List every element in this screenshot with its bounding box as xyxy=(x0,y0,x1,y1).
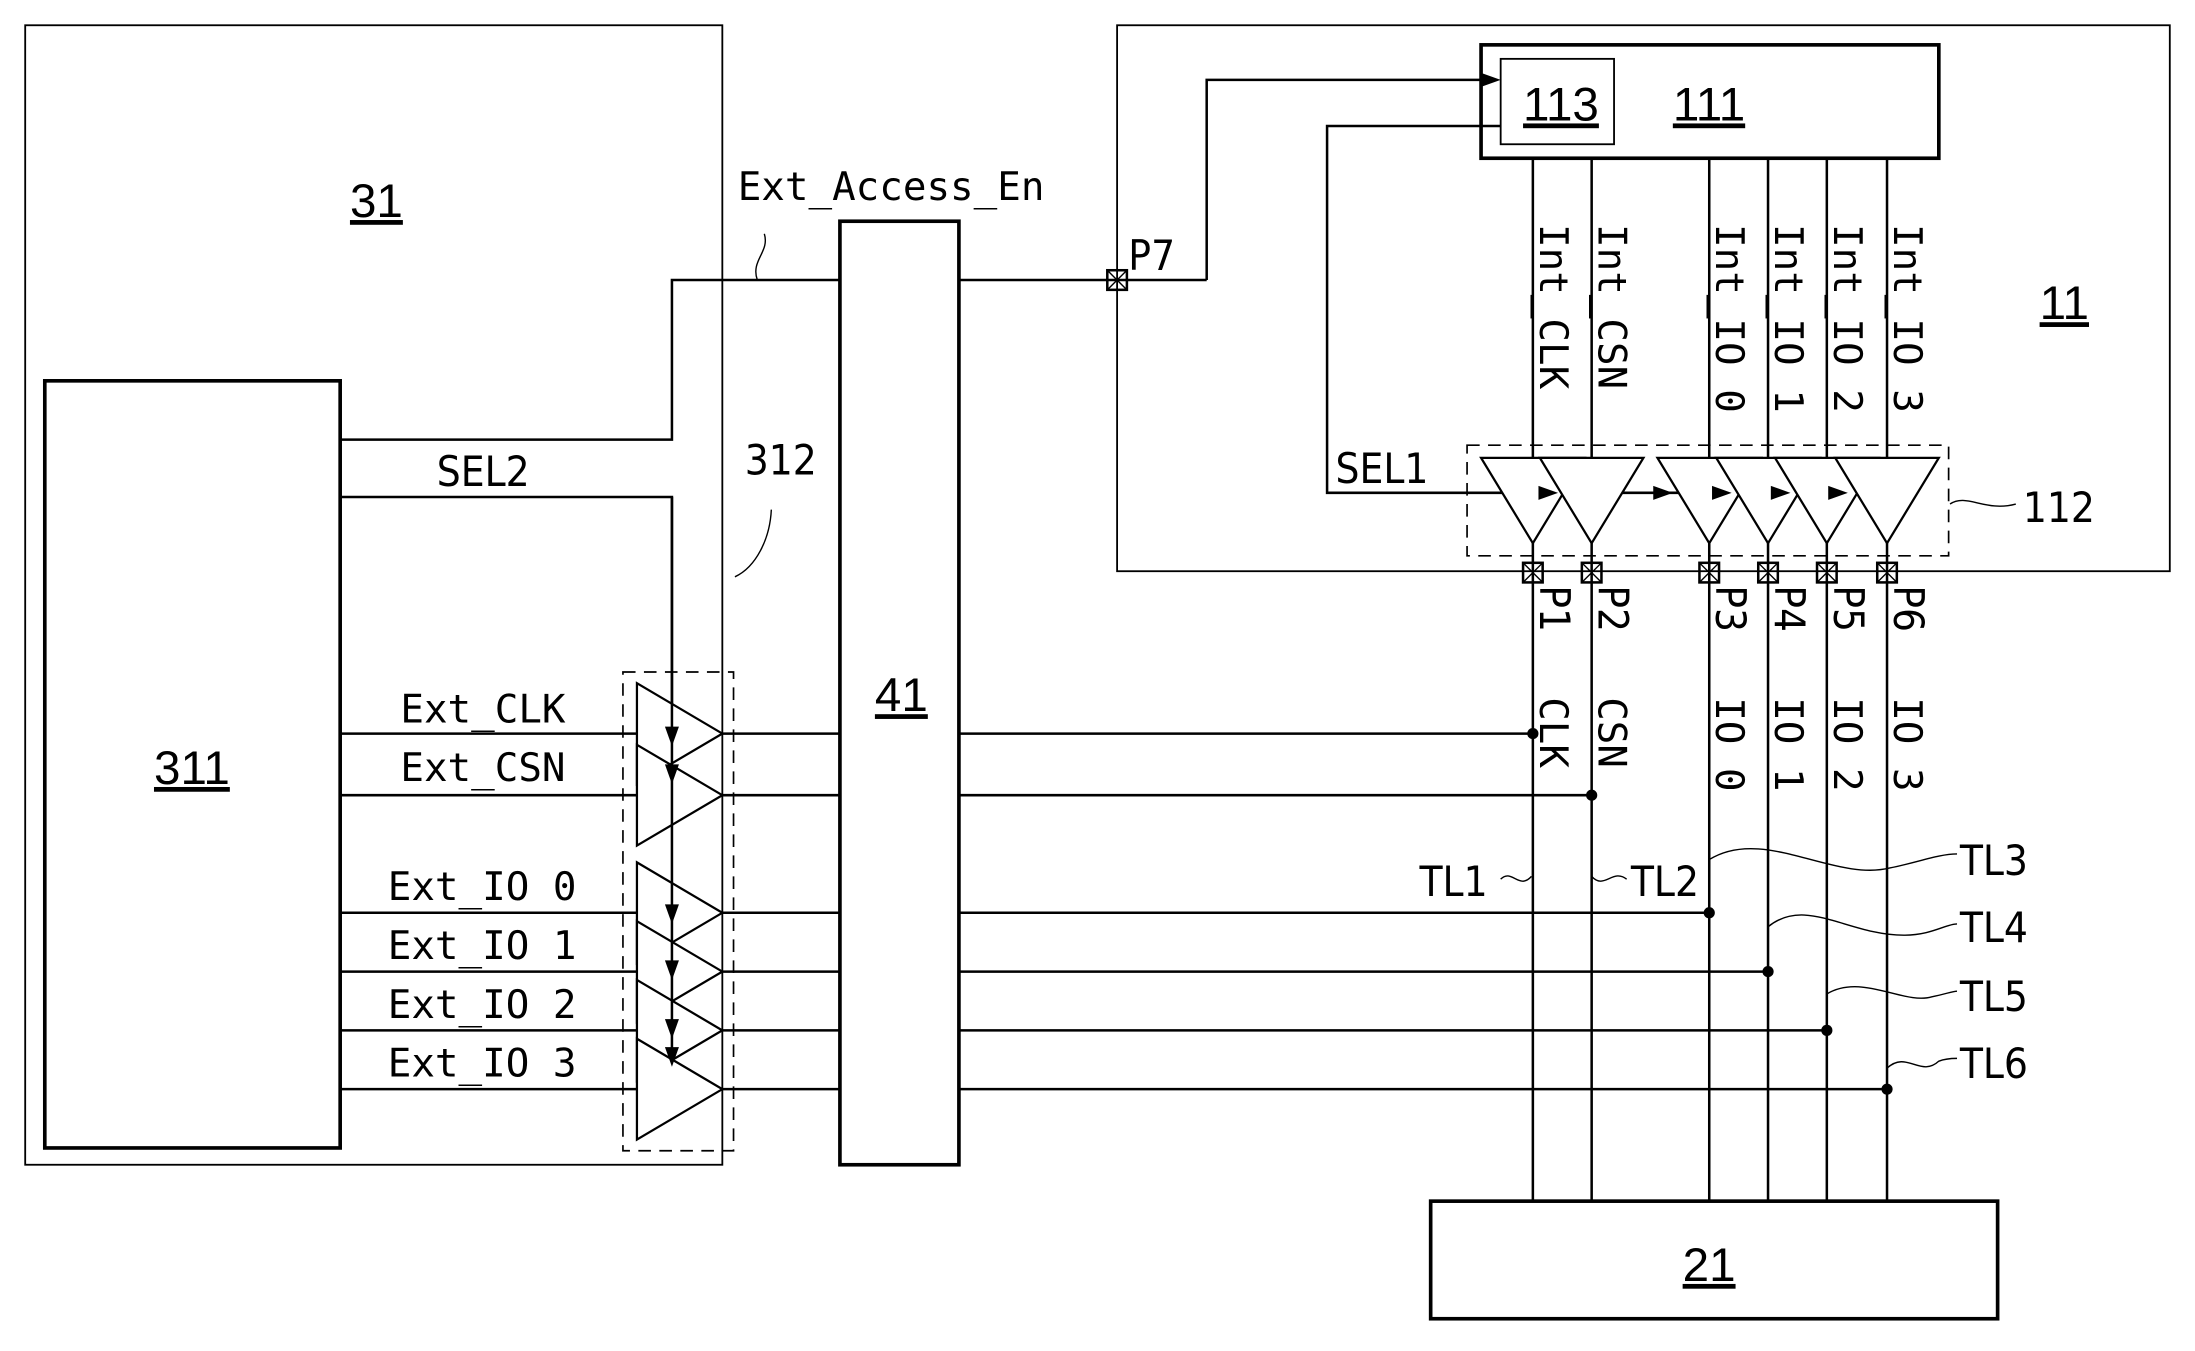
arrow-icon xyxy=(1653,486,1673,500)
enable-wire xyxy=(340,280,840,440)
ext-pin-label: IO 0 xyxy=(1706,697,1751,791)
host-buffer-leader xyxy=(735,510,771,577)
junction-dot xyxy=(1704,907,1715,918)
pad-label: P1 xyxy=(1530,585,1579,632)
int-signal-label: Int_IO 0 xyxy=(1706,224,1751,413)
tl5-label: TL5 xyxy=(1959,972,2028,1021)
ext-pin-label: IO 2 xyxy=(1824,697,1869,791)
ext-io1-label: Ext_IO 1 xyxy=(388,924,577,969)
chip-buffer-leader xyxy=(1950,500,2016,506)
chip-buffer-label: 112 xyxy=(2023,483,2095,532)
pad-label: P5 xyxy=(1824,585,1873,632)
tl2-label: TL2 xyxy=(1630,857,1699,906)
int-signal-label: Int_IO 1 xyxy=(1765,224,1810,413)
tl1-label: TL1 xyxy=(1418,857,1487,906)
ext-csn-label: Ext_CSN xyxy=(400,746,565,791)
sel1-label: SEL1 xyxy=(1335,444,1428,493)
tl5-leader xyxy=(1827,987,1957,998)
arrow-icon xyxy=(1481,73,1501,87)
junction-dot xyxy=(1881,1084,1892,1095)
pad-label: P2 xyxy=(1589,585,1638,632)
ext-io3-label: Ext_IO 3 xyxy=(388,1042,577,1087)
int-signal-label: Int_CSN xyxy=(1589,224,1634,389)
pad-p7-label: P7 xyxy=(1128,231,1175,280)
host-block-label: 31 xyxy=(350,175,403,228)
enable-wire-to-register xyxy=(1207,80,1487,280)
register-block-label: 113 xyxy=(1523,78,1599,131)
tl3-leader xyxy=(1709,849,1957,871)
tl3-label: TL3 xyxy=(1959,836,2028,885)
pad-label: P6 xyxy=(1884,585,1933,632)
ext-pin-label: IO 1 xyxy=(1765,697,1810,791)
tl1-leader xyxy=(1501,876,1532,881)
junction-dot xyxy=(1821,1025,1832,1036)
tester-block-label: 21 xyxy=(1683,1239,1736,1292)
controller-block-label: 311 xyxy=(154,742,230,795)
chip-block xyxy=(1117,25,2170,571)
host-buffer-label: 312 xyxy=(745,436,817,485)
int-signal-label: Int_IO 2 xyxy=(1824,224,1869,413)
enable-signal-label: Ext_Access_En xyxy=(738,165,1045,210)
sel2-label: SEL2 xyxy=(437,447,530,496)
ext-pin-label: IO 3 xyxy=(1884,697,1929,791)
int-signal-label: Int_IO 3 xyxy=(1884,224,1929,413)
junction-dot xyxy=(1586,790,1597,801)
tl6-leader xyxy=(1887,1058,1957,1068)
tl2-leader xyxy=(1592,876,1627,881)
ext-io2-label: Ext_IO 2 xyxy=(388,983,577,1028)
ext-pin-label: CLK xyxy=(1530,697,1575,768)
ext-clk-label: Ext_CLK xyxy=(400,687,566,732)
enable-leader xyxy=(756,234,766,280)
pad-label: P4 xyxy=(1765,585,1814,632)
junction-dot xyxy=(1762,966,1773,977)
tl6-label: TL6 xyxy=(1959,1039,2028,1088)
interposer-block-label: 41 xyxy=(875,669,928,722)
chip-block-label: 11 xyxy=(2040,277,2089,330)
int-signal-label: Int_CLK xyxy=(1530,224,1575,390)
core-block-label: 111 xyxy=(1673,78,1745,131)
tl4-label: TL4 xyxy=(1959,903,2028,952)
ext-pin-label: CSN xyxy=(1589,697,1634,768)
tl4-leader xyxy=(1768,915,1957,935)
pad-label: P3 xyxy=(1706,585,1755,632)
ext-io0-label: Ext_IO 0 xyxy=(388,865,577,910)
